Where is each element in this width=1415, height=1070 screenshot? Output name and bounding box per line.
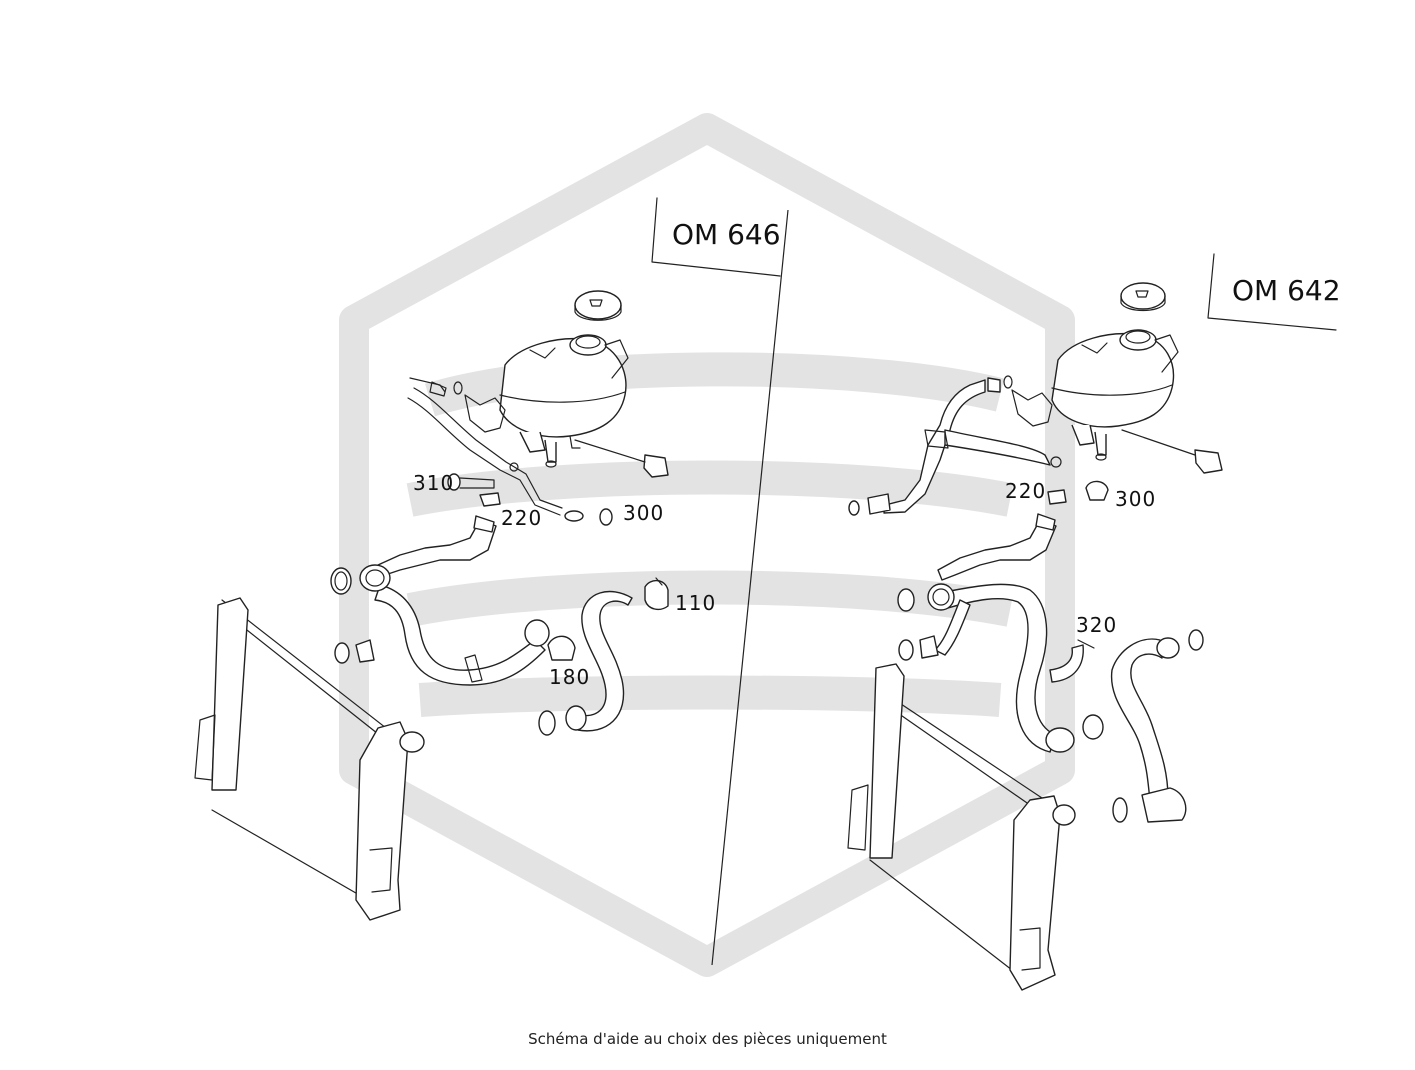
watermark-logo xyxy=(339,113,1075,977)
callout-300: 300 xyxy=(623,501,664,525)
gasket-icon xyxy=(453,381,463,395)
sensor-icon xyxy=(643,454,669,478)
clamp-icon xyxy=(599,508,613,526)
callout-180: 180 xyxy=(549,665,590,689)
upper-hose xyxy=(937,519,1057,581)
caption: Schéma d'aide au choix des pièces unique… xyxy=(528,1030,887,1048)
callout-220: 220 xyxy=(501,506,542,530)
engine-label-om642: OM 642 xyxy=(1207,253,1341,331)
engine-om642-text: OM 642 xyxy=(1232,274,1341,307)
callout-310: 310 xyxy=(413,471,454,495)
lower-hose xyxy=(944,583,1056,753)
om642-assembly: 220 300 320 xyxy=(847,282,1223,991)
engine-label-om646: OM 646 xyxy=(651,197,781,277)
clamp-icon xyxy=(1085,480,1109,501)
expansion-tank-icon xyxy=(1051,329,1179,461)
o-ring-icon xyxy=(330,567,352,595)
callout-300: 300 xyxy=(1115,487,1156,511)
tank-cap-icon xyxy=(574,290,622,321)
bolt-icon xyxy=(447,473,495,491)
expansion-tank-icon xyxy=(499,334,629,468)
lower-hose xyxy=(374,584,546,686)
om646-assembly: 310 220 300 110 180 xyxy=(194,290,716,921)
engine-om646-text: OM 646 xyxy=(672,218,781,251)
radiator-icon xyxy=(847,663,1076,991)
clip-icon xyxy=(1047,489,1067,505)
callout-220: 220 xyxy=(1005,479,1046,503)
radiator-icon xyxy=(194,597,425,921)
tank-bracket xyxy=(464,394,506,433)
branch-hose xyxy=(1110,638,1169,801)
upper-hose xyxy=(377,519,497,576)
tank-cap-icon xyxy=(1120,282,1166,312)
divider-line xyxy=(711,209,789,966)
clip-icon xyxy=(479,492,501,507)
callout-320: 320 xyxy=(1076,613,1117,637)
o-ring-icon xyxy=(897,588,915,612)
callout-110: 110 xyxy=(675,591,716,615)
curved-pipe xyxy=(1049,644,1084,683)
sensor-icon xyxy=(1194,449,1223,474)
